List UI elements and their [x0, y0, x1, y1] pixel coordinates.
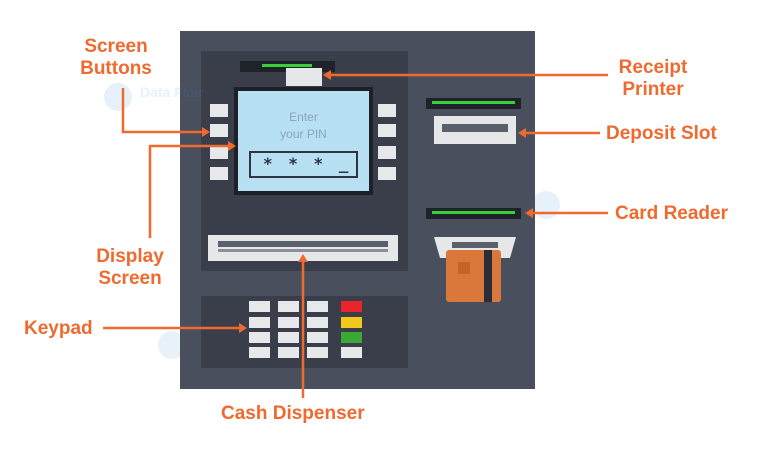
- arrow-head: [298, 254, 308, 262]
- arrow-head: [323, 70, 331, 80]
- label-receipt-printer: Receipt Printer: [603, 57, 703, 101]
- receipt-printer-light: [262, 64, 312, 67]
- label-card-reader: Card Reader: [615, 203, 728, 224]
- screen-button[interactable]: [210, 124, 228, 137]
- cash-dispenser-slot: [218, 249, 388, 252]
- receipt-paper: [286, 68, 322, 86]
- bank-card: [446, 250, 501, 302]
- keypad-panel: [201, 296, 408, 368]
- keypad-key[interactable]: [307, 301, 328, 312]
- keypad-key[interactable]: [249, 317, 270, 328]
- arrow-head: [518, 128, 526, 138]
- arrow-head: [228, 141, 236, 151]
- keypad-key[interactable]: [278, 317, 299, 328]
- cancel-key[interactable]: [341, 301, 362, 312]
- label-line: Screen: [84, 36, 148, 57]
- arrow-head: [239, 323, 247, 333]
- screen-button[interactable]: [378, 146, 396, 159]
- screen-button[interactable]: [378, 124, 396, 137]
- keypad-key[interactable]: [249, 347, 270, 358]
- bank-card-chip: [458, 262, 470, 274]
- display-screen-leader: [148, 144, 230, 238]
- keypad-key[interactable]: [278, 301, 299, 312]
- screen-prompt-line2: your PIN: [280, 127, 327, 141]
- arrow-head: [525, 208, 533, 218]
- label-deposit-slot: Deposit Slot: [606, 123, 717, 144]
- bank-card-body: [446, 250, 501, 302]
- screen-button[interactable]: [210, 146, 228, 159]
- label-display-screen: Display Screen: [80, 246, 180, 290]
- card-reader-opening: [452, 242, 498, 248]
- bank-card-stripe: [484, 250, 492, 302]
- card-reader-light: [432, 211, 515, 214]
- label-line: Buttons: [80, 58, 152, 79]
- label-line: Receipt: [618, 57, 688, 78]
- keypad-key[interactable]: [278, 347, 299, 358]
- screen-buttons-right: [378, 104, 396, 180]
- deposit-slot-opening: [442, 124, 508, 132]
- screen-button[interactable]: [210, 167, 228, 180]
- watermark-text: Data Flair: [140, 84, 204, 100]
- pin-display: * * * _: [263, 154, 352, 173]
- cash-dispenser-slot: [218, 241, 388, 247]
- pin-field: [249, 151, 358, 178]
- screen-button[interactable]: [378, 104, 396, 117]
- keypad-key[interactable]: [249, 301, 270, 312]
- screen-buttons-leader: [121, 88, 204, 134]
- arrow-head: [202, 127, 210, 137]
- label-keypad: Keypad: [24, 318, 93, 339]
- screen-buttons-left: [210, 104, 228, 180]
- keypad-key[interactable]: [307, 347, 328, 358]
- screen-button[interactable]: [378, 167, 396, 180]
- keypad-key[interactable]: [307, 317, 328, 328]
- clear-key[interactable]: [341, 317, 362, 328]
- deposit-slot-light: [432, 101, 515, 104]
- keypad-key[interactable]: [278, 332, 299, 343]
- label-line: Screen: [98, 268, 162, 289]
- label-line: Display: [96, 246, 164, 267]
- label-screen-buttons: Screen Buttons: [66, 36, 166, 80]
- screen-button[interactable]: [210, 104, 228, 117]
- keypad-key[interactable]: [249, 332, 270, 343]
- keypad-key[interactable]: [307, 332, 328, 343]
- enter-key[interactable]: [341, 332, 362, 343]
- screen-prompt-line1: Enter: [289, 110, 318, 124]
- label-line: Printer: [622, 79, 684, 100]
- blank-key[interactable]: [341, 347, 362, 358]
- label-cash-dispenser: Cash Dispenser: [221, 403, 365, 424]
- display-screen: [238, 91, 369, 191]
- annotation-lines: [103, 70, 608, 398]
- keypad: [249, 301, 362, 358]
